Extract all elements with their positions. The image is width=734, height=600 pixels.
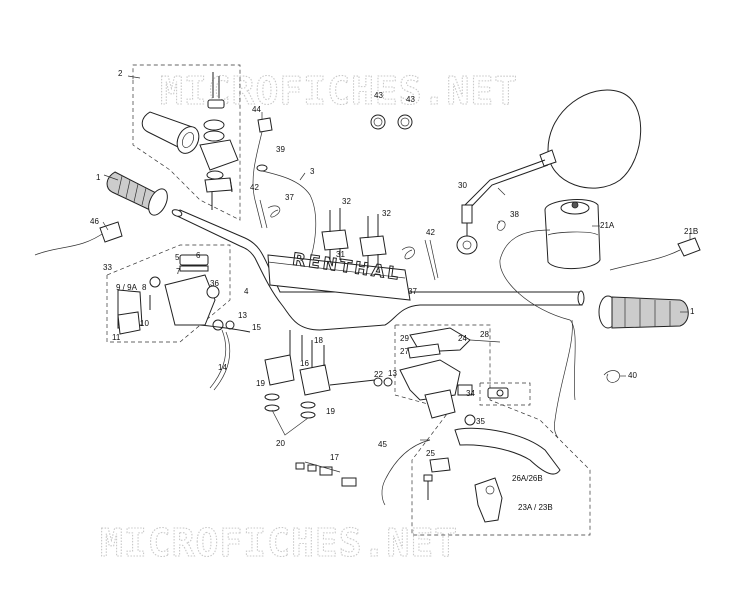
clutch-cable-22: [329, 377, 393, 387]
callout-1-left: 1: [96, 173, 101, 182]
callout-36: 36: [210, 279, 219, 288]
callout-16: 16: [300, 359, 309, 368]
callout-7: 7: [176, 267, 181, 276]
callout-13-right: 13: [388, 369, 397, 378]
watermark-bottom: MICROFICHES.NET: [100, 521, 458, 565]
callout-27: 27: [400, 347, 409, 356]
callout-24: 24: [458, 334, 467, 343]
callout-labels: 2 1 46 44 39 3 42 37 43 43 30 38 21A 21B…: [90, 69, 698, 512]
left-grip: [106, 171, 168, 216]
throttle-group-outline: [132, 64, 241, 221]
callout-34: 34: [466, 389, 475, 398]
callout-26a-26b: 26A/26B: [512, 474, 543, 483]
switch-cable-21b: [609, 237, 701, 271]
callout-39: 39: [276, 145, 285, 154]
switch-34: [487, 387, 509, 399]
callout-44: 44: [252, 105, 261, 114]
bolt-and-screw-25: [423, 457, 451, 500]
bar-clamp-lower-right: [299, 340, 331, 419]
pins-17: [295, 461, 357, 487]
callout-22: 22: [374, 370, 383, 379]
right-switch-housing: [499, 199, 601, 439]
bar-clamp-lower-left: [264, 330, 303, 412]
callout-20: 20: [276, 439, 285, 448]
callout-21b: 21B: [684, 227, 698, 236]
callout-25: 25: [426, 449, 435, 458]
mirror: [456, 89, 642, 255]
callout-28: 28: [480, 330, 489, 339]
clutch-lever: [454, 414, 561, 475]
callout-43-b: 43: [406, 95, 415, 104]
cable-clip-44: [252, 117, 273, 201]
brake-hose: [199, 319, 251, 391]
callout-45: 45: [378, 440, 387, 449]
callout-18: 18: [314, 336, 323, 345]
clutch-perch: [399, 327, 473, 419]
bar-clamp-upper-right: [359, 214, 387, 268]
callout-9-9a: 9 / 9A: [116, 283, 138, 292]
callout-19-b: 19: [326, 407, 335, 416]
callout-14: 14: [218, 363, 227, 372]
callout-37-top: 37: [285, 193, 294, 202]
right-grip: [598, 295, 689, 329]
callout-3: 3: [310, 167, 315, 176]
switch-subgroup-outline: [479, 382, 531, 406]
callout-15: 15: [252, 323, 261, 332]
callout-21a: 21A: [600, 221, 615, 230]
callout-33: 33: [103, 263, 112, 272]
clip-37-top: [267, 205, 281, 218]
clip-40: [603, 370, 620, 383]
callout-32-a: 32: [342, 197, 351, 206]
callout-31: 31: [336, 250, 345, 259]
callout-23a-23b: 23A / 23B: [518, 503, 553, 512]
throttle-assembly: [141, 72, 239, 210]
callout-10: 10: [140, 319, 149, 328]
clip-37-mid: [401, 246, 415, 260]
callout-32-b: 32: [382, 209, 391, 218]
callout-35: 35: [476, 417, 485, 426]
cable-tie-42-left: [254, 199, 268, 229]
callout-13-left: 13: [238, 311, 247, 320]
cable-tie-42-right: [424, 239, 439, 281]
master-cylinder-group-outline: [106, 244, 231, 343]
callout-29: 29: [400, 334, 409, 343]
callout-40: 40: [628, 371, 637, 380]
callout-4: 4: [244, 287, 249, 296]
choke-cable-45: [381, 439, 431, 506]
callout-30: 30: [458, 181, 467, 190]
callout-2: 2: [118, 69, 123, 78]
leader-lines: [102, 75, 691, 441]
callout-19-a: 19: [256, 379, 265, 388]
hose-clip-43: [370, 114, 413, 130]
bar-clamp-upper-left: [321, 208, 349, 262]
hot-start-lever-23: [474, 477, 503, 523]
clip-38: [496, 220, 506, 231]
callout-6: 6: [196, 251, 201, 260]
master-cylinder: [117, 254, 220, 335]
callout-42-right: 42: [426, 228, 435, 237]
switch-cable-46: [34, 221, 123, 256]
callout-38: 38: [510, 210, 519, 219]
callout-42-left: 42: [250, 183, 259, 192]
callout-5: 5: [175, 253, 180, 262]
callout-8: 8: [142, 283, 147, 292]
callout-11: 11: [112, 333, 121, 342]
leader-20: [271, 409, 309, 436]
callout-17: 17: [330, 453, 339, 462]
callout-43-a: 43: [374, 91, 383, 100]
callout-46: 46: [90, 217, 99, 226]
callout-37-mid: 37: [408, 287, 417, 296]
callout-1-right: 1: [690, 307, 695, 316]
throttle-cable-3: [256, 164, 317, 261]
